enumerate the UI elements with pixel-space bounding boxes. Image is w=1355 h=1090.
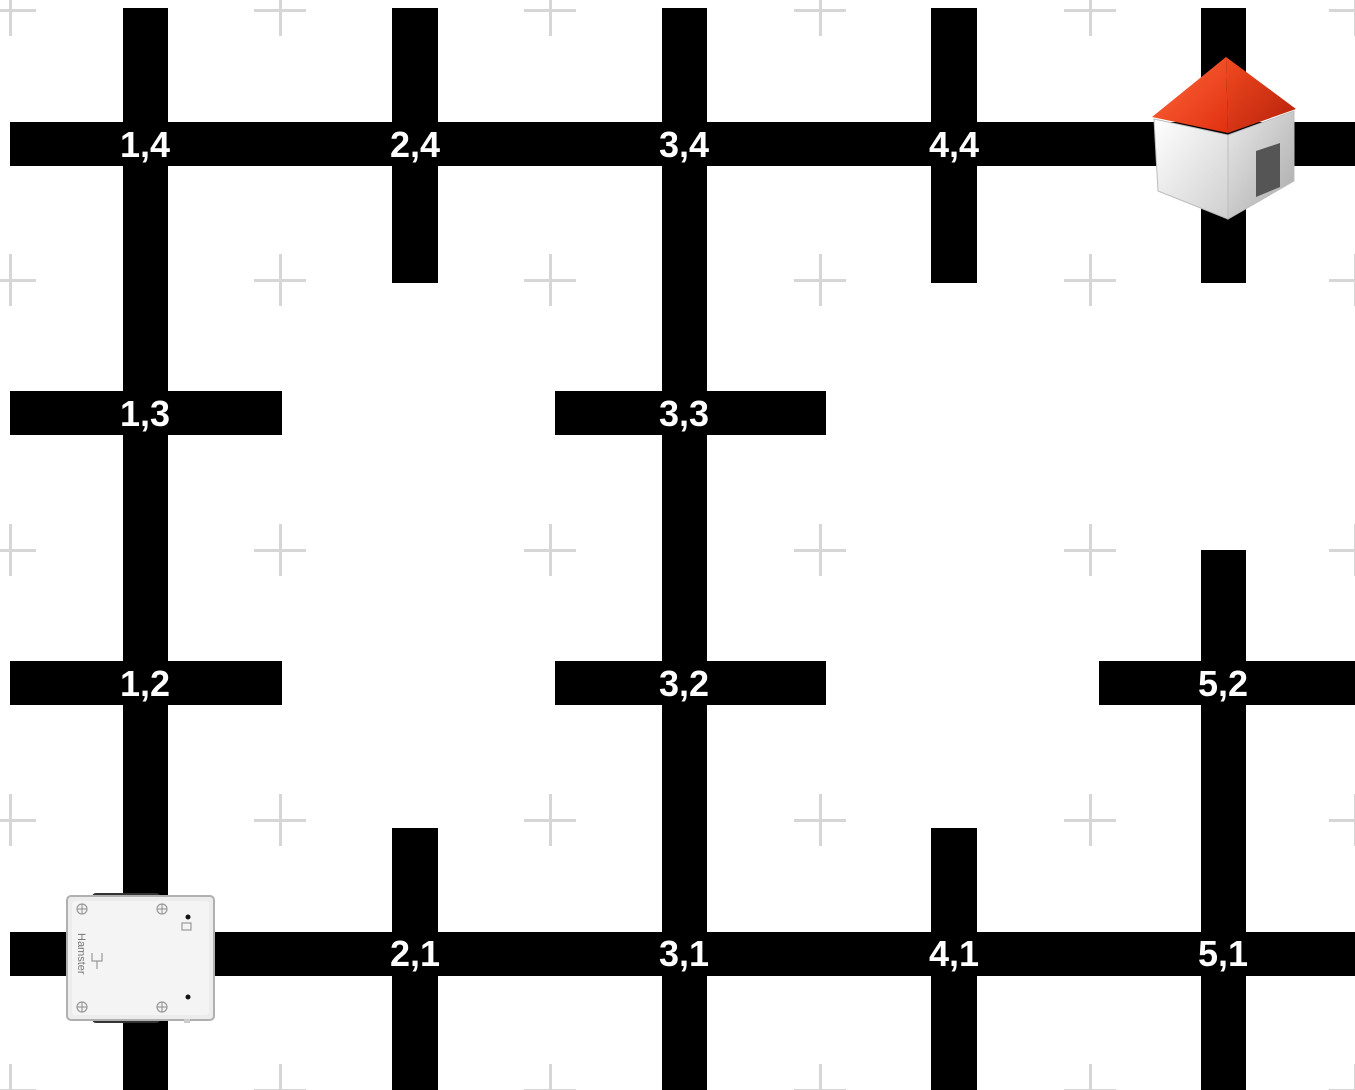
grid-tick bbox=[1329, 819, 1355, 822]
track-col-3 bbox=[662, 8, 707, 1090]
grid-tick bbox=[9, 1064, 12, 1090]
grid-tick bbox=[279, 524, 282, 576]
intersection-label: 2,1 bbox=[375, 932, 455, 976]
grid-tick bbox=[549, 524, 552, 576]
house-icon bbox=[1148, 55, 1300, 221]
grid-tick bbox=[549, 0, 552, 36]
hamster-robot[interactable]: Hamster bbox=[66, 893, 216, 1023]
grid-tick bbox=[9, 0, 12, 36]
grid-tick bbox=[0, 819, 36, 822]
track-col-5-bottom bbox=[1201, 550, 1246, 1090]
intersection-label: 3,4 bbox=[644, 123, 724, 167]
intersection-label: 1,3 bbox=[105, 392, 185, 436]
intersection-label: 4,1 bbox=[914, 932, 994, 976]
grid-tick bbox=[819, 0, 822, 36]
intersection-label: 3,3 bbox=[644, 392, 724, 436]
robot-brand-label: Hamster bbox=[75, 933, 87, 975]
intersection-label: 1,4 bbox=[105, 123, 185, 167]
intersection-label: 3,1 bbox=[644, 932, 724, 976]
grid-tick bbox=[1089, 794, 1092, 846]
grid-tick bbox=[279, 0, 282, 36]
grid-tick bbox=[1089, 1064, 1092, 1090]
grid-tick bbox=[9, 254, 12, 306]
grid-tick bbox=[0, 279, 36, 282]
grid-tick bbox=[0, 9, 36, 12]
grid-tick bbox=[1089, 524, 1092, 576]
grid-tick bbox=[819, 794, 822, 846]
grid-tick bbox=[1089, 0, 1092, 36]
grid-tick bbox=[9, 524, 12, 576]
grid-tick bbox=[1329, 9, 1355, 12]
grid-tick bbox=[1329, 279, 1355, 282]
grid-tick bbox=[1089, 254, 1092, 306]
intersection-label: 1,2 bbox=[105, 662, 185, 706]
grid-tick bbox=[9, 794, 12, 846]
grid-tick bbox=[279, 254, 282, 306]
grid-tick bbox=[279, 794, 282, 846]
intersection-label: 5,2 bbox=[1183, 662, 1263, 706]
grid-tick bbox=[549, 1064, 552, 1090]
intersection-label: 2,4 bbox=[375, 123, 455, 167]
grid-tick bbox=[819, 1064, 822, 1090]
grid-tick bbox=[819, 524, 822, 576]
grid-tick bbox=[819, 254, 822, 306]
intersection-label: 4,4 bbox=[914, 123, 994, 167]
grid-tick bbox=[549, 254, 552, 306]
grid-tick bbox=[0, 549, 36, 552]
intersection-label: 5,1 bbox=[1183, 932, 1263, 976]
grid-tick bbox=[1329, 549, 1355, 552]
intersection-label: 3,2 bbox=[644, 662, 724, 706]
grid-tick bbox=[279, 1064, 282, 1090]
grid-tick bbox=[549, 794, 552, 846]
